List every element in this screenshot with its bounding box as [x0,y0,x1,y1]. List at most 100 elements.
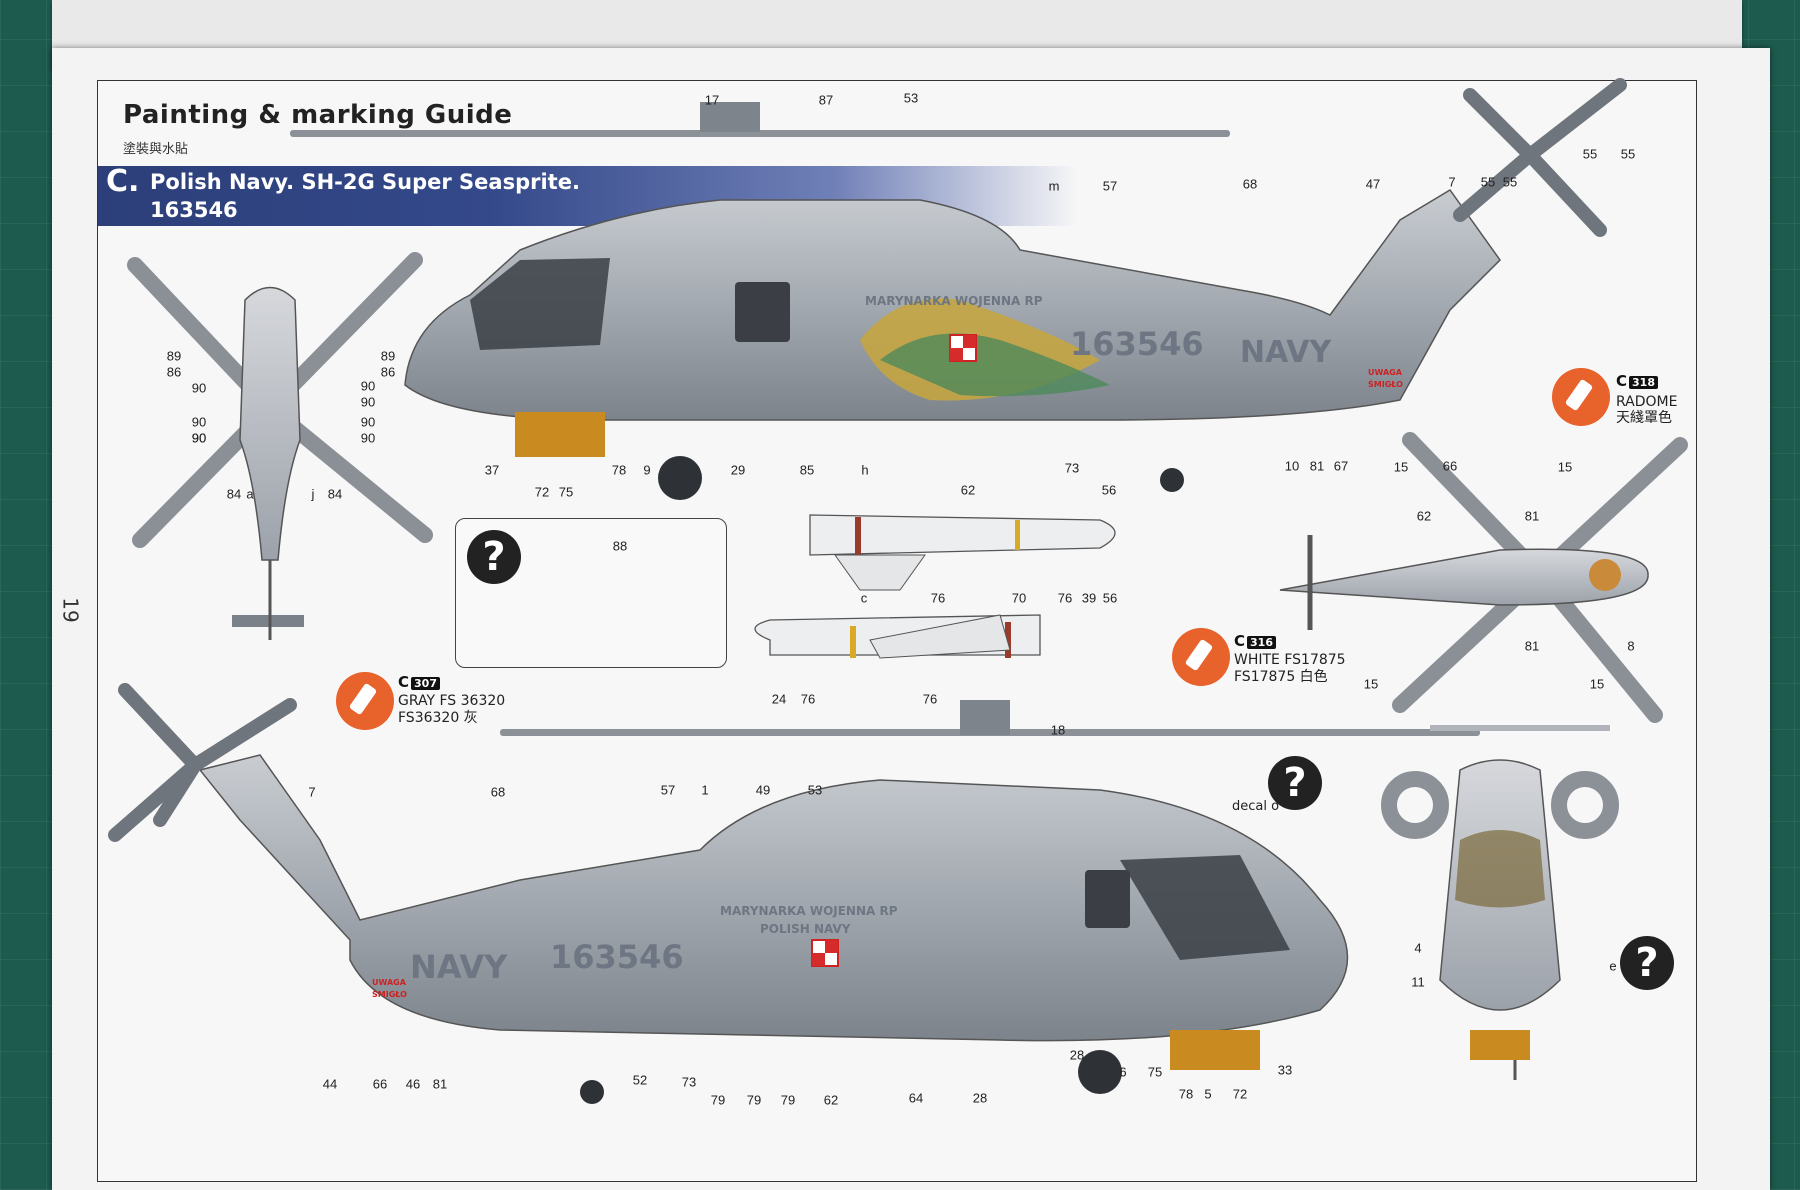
callout-number: 87 [818,92,834,108]
callout-number: 90 [360,378,376,394]
callout-number: 55 [1480,174,1496,190]
scheme-letter: C. [106,164,140,199]
callout-number: 28 [972,1090,988,1106]
callout-number: 55 [1620,146,1636,162]
warning-label-2-bottom: ŚMIGŁO [372,990,407,999]
callout-number: 37 [484,462,500,478]
callout-number: 72 [534,484,550,500]
callout-number: 85 [799,462,815,478]
callout-number: h [861,462,869,478]
callout-number: 8 [1627,638,1635,654]
callout-number: 62 [823,1092,839,1108]
callout-number: 75 [558,484,574,500]
callout-number: 28 [1069,1047,1085,1063]
paint-brush-icon [336,672,394,730]
white-color-name: WHITE FS17875 [1234,652,1346,668]
callout-number: 62 [960,482,976,498]
callout-number: 81 [432,1076,448,1092]
radome-color-name: RADOME [1616,394,1678,410]
callout-number: 9 [643,462,651,478]
bottom-marking-navy-text: MARYNARKA WOJENNA RP [720,904,898,918]
gray-color-name-cn: FS36320 灰 [398,710,478,726]
callout-number: 17 [704,92,720,108]
scheme-serial: 163546 [150,198,238,222]
callout-number: 6 [1119,1064,1127,1080]
callout-number: 76 [922,691,938,707]
warning-label-1: UWAGA [1368,368,1402,377]
callout-number: 73 [1064,460,1080,476]
callout-number: a [246,486,254,502]
top-marking-navy: NAVY [1240,335,1332,370]
callout-number: 10 [1284,458,1300,474]
callout-number: 5 [1204,1086,1212,1102]
callout-number: 75 [1147,1064,1163,1080]
callout-number: 44 [322,1076,338,1092]
callout-number: 1 [701,782,709,798]
callout-number: 68 [1242,176,1258,192]
callout-number: 79 [710,1092,726,1108]
callout-number: 90 [360,414,376,430]
callout-number: 46 [405,1076,421,1092]
callout-number: 52 [632,1072,648,1088]
callout-number: 7 [1448,174,1456,190]
callout-number: 72 [1232,1086,1248,1102]
callout-number: m [1048,178,1060,194]
top-side-view [290,78,1627,500]
callout-number: 79 [746,1092,762,1108]
callout-number: 56 [1102,590,1118,606]
callout-number: 47 [1365,176,1381,192]
callout-number: 24 [771,691,787,707]
callout-number: 7 [308,784,316,800]
callout-number: 15 [1557,459,1573,475]
callout-number: 70 [1011,590,1027,606]
callout-number: 90 [360,394,376,410]
callout-number: 39 [1081,590,1097,606]
callout-number: 90 [191,414,207,430]
radome-color-name-cn: 天綫罩色 [1616,410,1672,426]
question-icon: ? [1620,936,1674,990]
callout-number: 78 [1178,1086,1194,1102]
callout-number: 78 [611,462,627,478]
callout-number: 68 [490,784,506,800]
callout-number: 84 [327,486,343,502]
callout-number: 33 [1277,1062,1293,1078]
callout-number: 76 [930,590,946,606]
callout-number: 89 [380,348,396,364]
gray-color-name: GRAY FS 36320 [398,693,506,709]
callout-number: 79 [780,1092,796,1108]
question-icon: ? [1268,756,1322,810]
callout-number: 29 [730,462,746,478]
callout-number: 76 [1057,590,1073,606]
callout-number: e [1609,958,1617,974]
bottom-marking-serial: 163546 [550,938,684,976]
question-icon: ? [467,530,521,584]
callout-number: 64 [908,1090,924,1106]
callout-number: 90 [191,430,207,446]
callout-number: 66 [372,1076,388,1092]
callout-number: 56 [1101,482,1117,498]
bottom-marking-polish-navy: POLISH NAVY [760,922,851,936]
callout-number: 55 [1502,174,1518,190]
warning-label-2: ŚMIGŁO [1368,380,1403,389]
callout-number: 4 [1414,940,1422,956]
warning-label-1-bottom: UWAGA [372,978,406,987]
callout-number: 76 [800,691,816,707]
callout-number: 15 [1393,459,1409,475]
bottom-view [1279,432,1688,723]
callout-number: 89 [166,348,182,364]
paint-brush-icon [1552,368,1610,426]
callout-number: 62 [1416,508,1432,524]
callout-number: 15 [1589,676,1605,692]
callout-number: 73 [681,1074,697,1090]
top-marking-serial: 163546 [1070,325,1204,363]
white-color-name-cn: FS17875 白色 [1234,669,1328,685]
callout-number: 55 [1582,146,1598,162]
callout-number: 15 [1363,676,1379,692]
plan-view [127,252,433,640]
paint-brush-icon [1172,628,1230,686]
callout-number: 81 [1524,508,1540,524]
